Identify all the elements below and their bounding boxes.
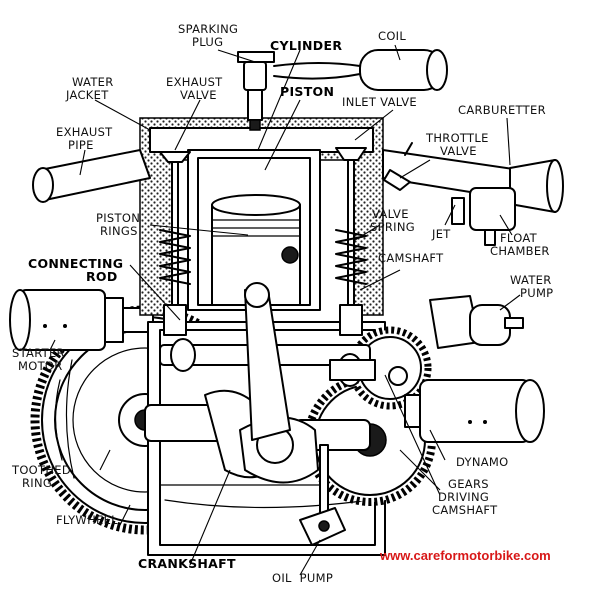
label-starter-motor-2: MOTOR [18,359,63,373]
label-dynamo: DYNAMO [456,455,509,469]
label-gears-driving-camshaft-2: DRIVING [438,490,489,504]
label-throttle-valve-1: THROTTLE [425,131,489,145]
label-sparking-plug-1: SPARKING [178,22,238,36]
label-throttle-valve-2: VALVE [440,144,477,158]
water-pump [429,295,524,349]
label-coil: COIL [378,29,406,43]
label-water-jacket-1: WATER [72,75,114,89]
label-cylinder: CYLINDER [270,38,342,53]
label-flywheel: FLYWHEEL [56,513,118,527]
leader-lines [49,44,521,576]
watermark-text: www.careformotorbike.com [379,548,551,563]
label-exhaust-valve-2: VALVE [180,88,217,102]
label-water-jacket-2: JACKET [65,88,109,102]
label-gears-driving-camshaft-3: CAMSHAFT [432,503,498,517]
label-water-pump-1: WATER [510,273,552,287]
throttle-valve [383,169,411,191]
label-carburetter: CARBURETTER [458,103,546,117]
label-float-chamber-1: FLOAT [500,231,538,245]
label-connecting-rod-2: ROD [86,269,118,284]
label-sparking-plug-2: PLUG [192,35,223,49]
labels: SPARKING PLUG CYLINDER COIL WATER JACKET… [11,22,553,585]
label-float-chamber-2: CHAMBER [490,244,550,258]
label-piston: PISTON [280,84,334,99]
label-camshaft: CAMSHAFT [378,251,444,265]
oil-pump [299,444,346,546]
piston [211,194,301,306]
label-water-pump-2: PUMP [520,286,553,300]
connecting-rod [244,282,291,441]
label-toothed-ring-1: TOOTHED [11,463,71,477]
label-gears-driving-camshaft-1: GEARS [448,477,489,491]
label-toothed-ring-2: RING [22,476,52,490]
label-piston-rings-2: RINGS [100,224,138,238]
label-inlet-valve: INLET VALVE [342,95,417,109]
dynamo [404,379,545,443]
inlet-valve [335,147,367,336]
exhaust-valve [159,151,191,336]
label-piston-rings-1: PISTON [96,211,140,225]
label-starter-motor-1: STARTER [12,346,65,360]
carburetter [382,142,564,246]
sparking-plug [237,51,275,131]
label-exhaust-valve-1: EXHAUST [166,75,223,89]
label-exhaust-pipe-1: EXHAUST [56,125,113,139]
label-oil-pump: OIL PUMP [272,571,333,585]
label-jet: JET [431,227,451,241]
label-connecting-rod-1: CONNECTING [28,256,123,271]
label-valve-spring-1: VALVE [372,207,409,221]
label-exhaust-pipe-2: PIPE [68,138,94,152]
label-crankshaft: CRANKSHAFT [138,556,236,571]
exhaust-pipe [32,149,151,203]
label-valve-spring-2: SPRING [370,220,415,234]
coil [273,49,448,91]
